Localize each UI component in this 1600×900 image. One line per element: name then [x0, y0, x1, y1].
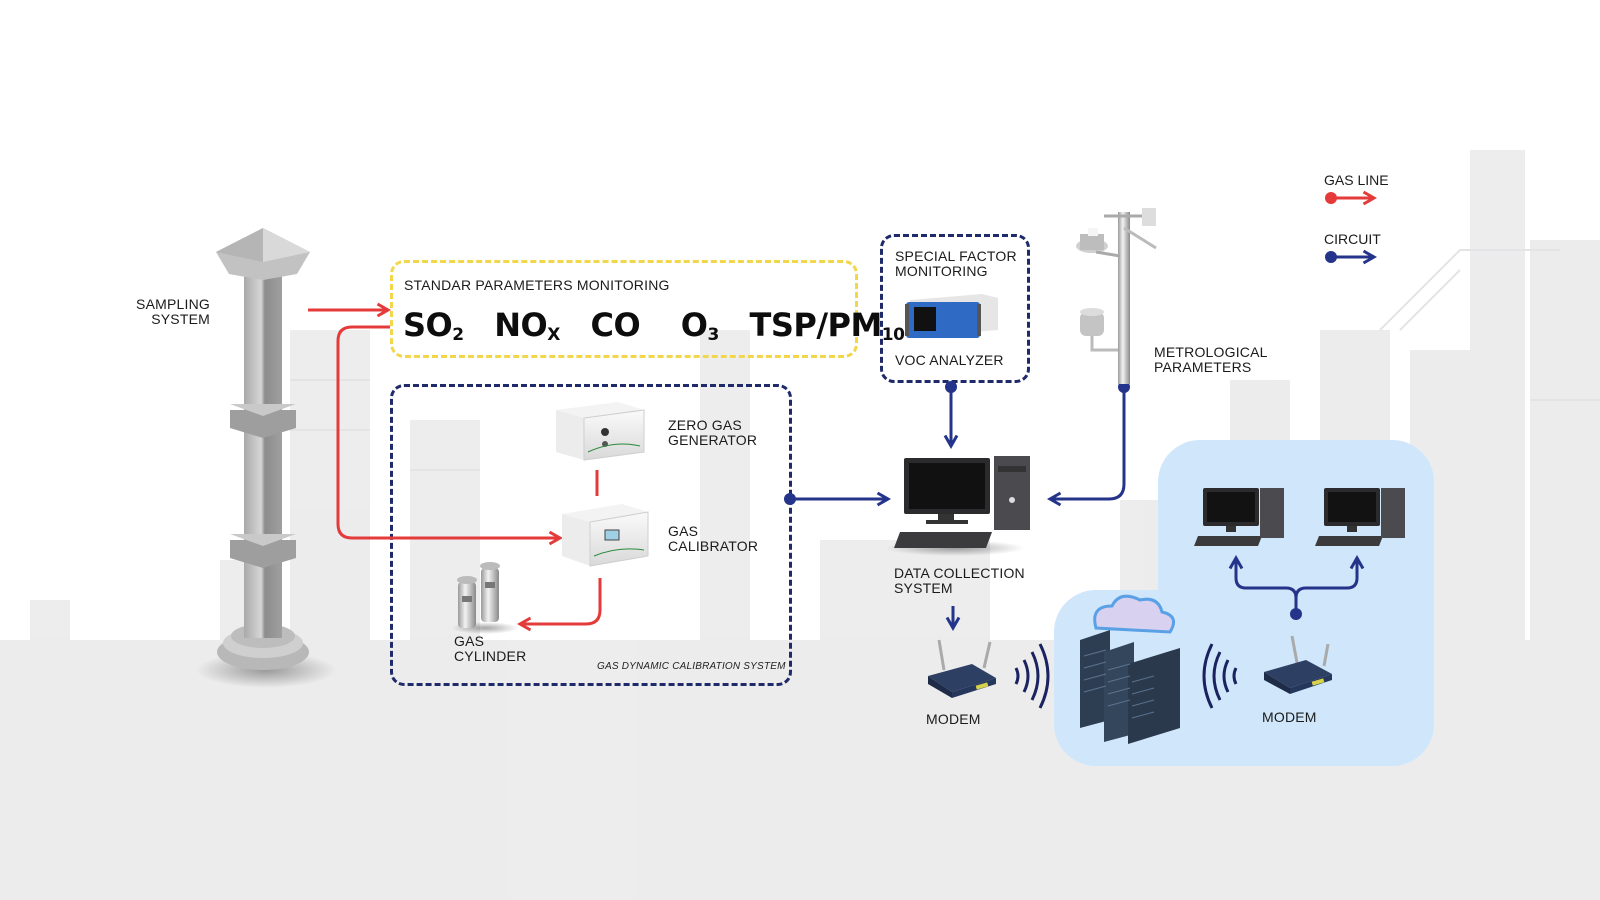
voc-analyzer-label: VOC ANALYZER	[895, 352, 1004, 368]
modem-right-icon	[1264, 635, 1332, 694]
data-collection-label-line2: SYSTEM	[894, 580, 953, 596]
gas-cylinder-icon	[451, 562, 519, 634]
meteorological-label: METROLOGICAL PARAMETERS	[1154, 345, 1268, 375]
wireless-signal-left-icon	[1014, 643, 1050, 709]
parameter-list: SO2 NOX CO O3 TSP/PM10	[403, 306, 905, 345]
zero-gas-label-line1: ZERO GAS	[668, 417, 742, 433]
parameter-so2: SO2	[403, 306, 464, 345]
circuit-meteorological-to-collector	[1046, 381, 1130, 507]
circuit-calibration-to-collector	[784, 491, 892, 507]
meteorological-label-line1: METROLOGICAL	[1154, 344, 1268, 360]
gas-cylinder-label: GAS CYLINDER	[454, 634, 526, 664]
data-collection-label-line1: DATA COLLECTION	[894, 565, 1025, 581]
gas-line-monitoring-to-calibrator	[336, 325, 564, 546]
weather-station-icon	[1076, 208, 1157, 384]
special-factor-title-line2: MONITORING	[895, 263, 988, 279]
gas-calibrator-icon	[562, 504, 649, 567]
special-factor-title-line1: SPECIAL FACTOR	[895, 248, 1017, 264]
gas-calibrator-label: GAS CALIBRATOR	[668, 524, 758, 554]
data-collection-label: DATA COLLECTION SYSTEM	[894, 566, 1025, 596]
modem-left-icon	[928, 639, 996, 698]
zero-gas-label-line2: GENERATOR	[668, 432, 758, 448]
special-factor-box	[880, 234, 1030, 383]
parameter-nox: NOX	[494, 306, 560, 345]
client-computer-right-icon	[1315, 488, 1405, 546]
sampling-pillar-icon	[196, 228, 336, 688]
sampling-label-line2: SYSTEM	[151, 311, 210, 327]
circuit-voc-to-collector	[943, 381, 959, 450]
gas-cylinder-label-line2: CYLINDER	[454, 648, 527, 664]
meteorological-label-line2: PARAMETERS	[1154, 359, 1252, 375]
special-factor-title: SPECIAL FACTOR MONITORING	[895, 249, 1017, 279]
modem-right-label: MODEM	[1262, 709, 1317, 725]
gas-line-calibrator-to-cylinder	[516, 578, 602, 632]
legend-circuit-label: CIRCUIT	[1324, 231, 1381, 247]
client-computer-left-icon	[1194, 488, 1284, 546]
legend-circuit	[1325, 249, 1378, 265]
standard-parameters-title: STANDAR PARAMETERS MONITORING	[404, 277, 670, 293]
sampling-label-line1: SAMPLING	[136, 296, 210, 312]
circuit-modem-to-computers	[1228, 554, 1365, 620]
calibration-system-name: GAS DYNAMIC CALIBRATION SYSTEM	[597, 661, 786, 672]
cloud-server-icon	[1080, 594, 1180, 744]
wireless-signal-right-icon	[1202, 643, 1238, 709]
legend-gas-line	[1325, 190, 1378, 206]
parameter-o3: O3	[680, 306, 720, 345]
gas-dynamic-calibration-box	[390, 384, 792, 686]
parameter-co: CO	[590, 306, 641, 344]
parameter-tsp-pm10: TSP/PM10	[749, 306, 905, 345]
gas-cylinder-label-line1: GAS	[454, 633, 485, 649]
gas-calibrator-label-line1: GAS	[668, 523, 699, 539]
modem-left-label: MODEM	[926, 711, 981, 727]
sampling-system-label: SAMPLING SYSTEM	[120, 297, 210, 327]
zero-gas-generator-label: ZERO GAS GENERATOR	[668, 418, 757, 448]
data-collection-computer-icon	[885, 456, 1030, 556]
legend-gas-line-label: GAS LINE	[1324, 172, 1389, 188]
standard-parameters-box	[390, 260, 858, 358]
voc-analyzer-icon	[905, 294, 998, 338]
zero-gas-generator-icon	[556, 402, 645, 461]
gas-calibrator-label-line2: CALIBRATOR	[668, 538, 759, 554]
